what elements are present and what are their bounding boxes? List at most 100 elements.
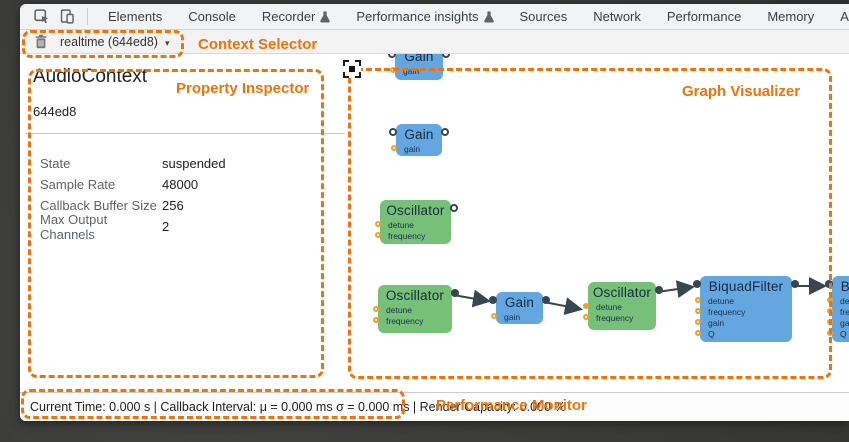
- gain-node[interactable]: Gain gain: [489, 292, 550, 324]
- gain-node[interactable]: Gain gain: [389, 124, 449, 156]
- node-param: frequency: [375, 231, 451, 242]
- node-param: detune: [583, 302, 656, 313]
- tab-label: Console: [188, 9, 236, 24]
- param-label: gain: [840, 318, 849, 328]
- param-label: detune: [708, 296, 734, 306]
- tab-label: Network: [593, 9, 641, 24]
- node-param: detune: [695, 296, 792, 307]
- node-title: Oscillator: [592, 284, 652, 300]
- tab-network[interactable]: Network: [580, 4, 654, 29]
- param-label: frequency: [708, 307, 746, 317]
- tab-label: Recorder: [261, 9, 316, 24]
- node-param: detune: [373, 305, 452, 316]
- param-port-icon: [827, 297, 833, 303]
- node-param: frequency: [695, 307, 792, 318]
- node-title: Oscillator: [385, 287, 445, 303]
- node-title: Gain: [404, 126, 434, 142]
- context-selector-value: realtime (644ed8): [60, 34, 158, 49]
- property-value: 2: [162, 219, 170, 234]
- trash-icon[interactable]: [34, 34, 48, 49]
- node-param: gain: [390, 66, 443, 77]
- biquadfilter-node[interactable]: BiquadFilter detune frequency gain Q: [825, 276, 849, 342]
- gain-node[interactable]: Gain gain: [388, 54, 450, 80]
- node-param: gain: [391, 144, 442, 155]
- tab-recorder[interactable]: Recorder: [249, 4, 343, 29]
- property-row: Callback Buffer Size 256: [40, 195, 345, 216]
- param-port-icon: [391, 145, 397, 151]
- output-port-icon: [655, 286, 663, 294]
- oscillator-node[interactable]: Oscillator detune frequency: [583, 282, 663, 330]
- param-label: detune: [840, 296, 849, 306]
- performance-monitor-text: Current Time: 0.000 s | Callback Interva…: [30, 400, 566, 414]
- property-row: State suspended: [40, 153, 345, 174]
- node-param: gain: [827, 318, 849, 329]
- devtools-tabbar: Elements Console Recorder Performance in…: [20, 4, 849, 30]
- property-row: Sample Rate 48000: [40, 174, 345, 195]
- node-param: frequency: [583, 313, 656, 324]
- param-port-icon: [827, 330, 833, 336]
- toolbar-separator: [87, 8, 88, 25]
- node-title: Oscillator: [386, 202, 445, 218]
- context-id: 644ed8: [33, 104, 77, 119]
- input-port-icon: [388, 54, 396, 58]
- property-label: Max Output Channels: [40, 211, 108, 242]
- param-port-icon: [827, 308, 833, 314]
- output-port-icon: [451, 289, 459, 297]
- device-toolbar-icon[interactable]: [58, 8, 76, 26]
- node-title: BiquadFilter: [708, 278, 784, 294]
- node-param: gain: [695, 318, 792, 329]
- divider: [25, 133, 375, 134]
- output-port-icon: [441, 128, 449, 136]
- output-port-icon: [442, 54, 450, 58]
- output-port-icon: [450, 204, 458, 212]
- output-port-icon: [542, 296, 550, 304]
- tab-sources[interactable]: Sources: [507, 4, 581, 29]
- tab-memory[interactable]: Memory: [754, 4, 827, 29]
- param-port-icon: [373, 317, 379, 323]
- tab-label: Performance insights: [356, 9, 479, 24]
- property-value: suspended: [162, 156, 226, 171]
- input-port-icon: [389, 128, 397, 136]
- oscillator-node[interactable]: Oscillator detune frequency: [375, 200, 458, 244]
- node-param: Q: [827, 329, 849, 340]
- context-selector-dropdown[interactable]: realtime (644ed8)▾: [60, 35, 170, 49]
- devtools-window: Elements Console Recorder Performance in…: [20, 4, 849, 421]
- param-port-icon: [491, 313, 497, 319]
- input-port-icon: [693, 280, 701, 288]
- param-label: gain: [404, 144, 421, 154]
- param-label: detune: [388, 220, 414, 230]
- oscillator-node[interactable]: Oscillator detune frequency: [373, 285, 459, 333]
- param-port-icon: [695, 297, 701, 303]
- graph-visualizer-pane: Gain gain Gain gain Oscillator detune fr…: [345, 54, 849, 392]
- tab-performance[interactable]: Performance: [654, 4, 754, 29]
- property-value: 256: [162, 198, 184, 213]
- tab-label: Memory: [767, 9, 815, 24]
- node-param: detune: [375, 220, 451, 231]
- tab-label: Application: [840, 9, 849, 24]
- property-value: 48000: [162, 177, 199, 192]
- param-port-icon: [827, 319, 833, 325]
- property-label: Sample Rate: [40, 177, 116, 192]
- node-param: gain: [491, 312, 543, 323]
- tab-console[interactable]: Console: [175, 4, 249, 29]
- param-label: frequency: [386, 316, 424, 326]
- biquadfilter-node[interactable]: BiquadFilter detune frequency gain Q: [693, 276, 799, 342]
- property-inspector-pane: AudioContext 644ed8 State suspended Samp…: [20, 54, 375, 392]
- tab-application[interactable]: Application: [827, 4, 849, 29]
- experiment-flask-icon: [483, 11, 494, 23]
- tab-label: Sources: [519, 9, 568, 24]
- output-port-icon: [791, 280, 799, 288]
- experiment-flask-icon: [320, 11, 331, 23]
- node-param: detune: [827, 296, 849, 307]
- param-port-icon: [390, 67, 396, 73]
- inspect-element-icon[interactable]: [32, 8, 50, 26]
- param-label: frequency: [388, 231, 426, 241]
- param-label: frequency: [840, 307, 849, 317]
- param-port-icon: [375, 221, 381, 227]
- param-port-icon: [583, 314, 589, 320]
- param-label: frequency: [596, 313, 634, 323]
- tab-performance-insights[interactable]: Performance insights: [343, 4, 506, 29]
- property-label: State: [40, 156, 71, 171]
- input-port-icon: [825, 280, 833, 288]
- tab-elements[interactable]: Elements: [95, 4, 175, 29]
